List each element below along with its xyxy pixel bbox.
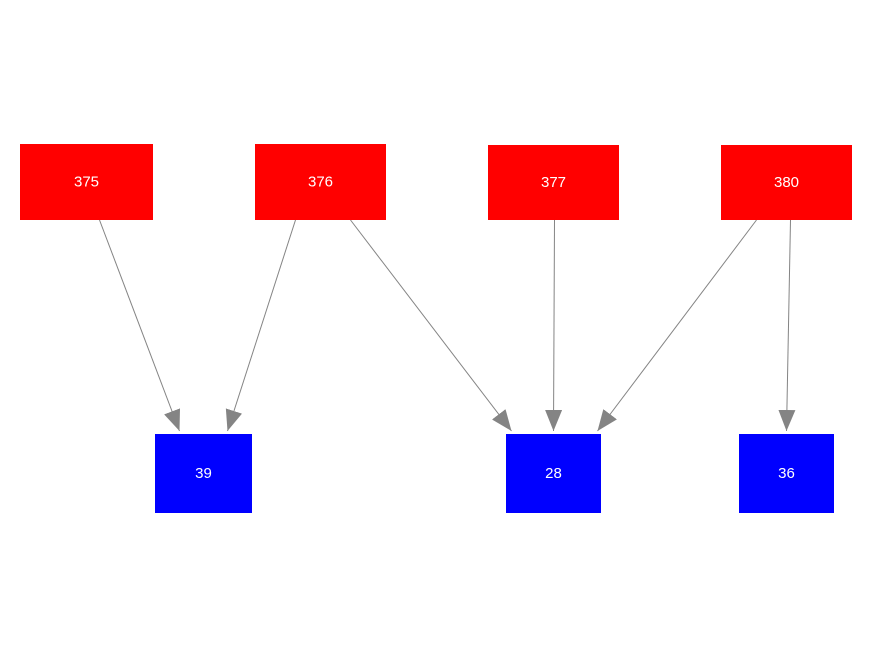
node-label-36: 36 (778, 465, 795, 482)
graph-node-39: 39 (155, 434, 252, 513)
node-box-39 (155, 434, 252, 513)
graph-node-377: 377 (488, 145, 619, 220)
node-label-376: 376 (308, 174, 333, 191)
edge-377-to-28 (545, 219, 563, 432)
edge-375-to-39 (99, 219, 181, 432)
node-box-377 (488, 145, 619, 220)
edge-380-to-36 (778, 219, 796, 432)
graph-node-375: 375 (20, 144, 153, 220)
node-label-28: 28 (545, 465, 562, 482)
node-box-380 (721, 145, 852, 220)
node-label-39: 39 (195, 465, 212, 482)
graph-node-36: 36 (739, 434, 834, 513)
node-label-375: 375 (74, 174, 99, 191)
edge-376-to-39 (225, 219, 296, 432)
node-box-36 (739, 434, 834, 513)
graph-node-380: 380 (721, 145, 852, 220)
node-box-375 (20, 144, 153, 220)
graph-node-376: 376 (255, 144, 386, 220)
node-box-28 (506, 434, 601, 513)
graph-node-28: 28 (506, 434, 601, 513)
edge-380-to-28 (597, 219, 757, 432)
node-box-376 (255, 144, 386, 220)
node-label-380: 380 (774, 174, 799, 191)
node-label-377: 377 (541, 174, 566, 191)
edge-376-to-28 (350, 219, 512, 432)
